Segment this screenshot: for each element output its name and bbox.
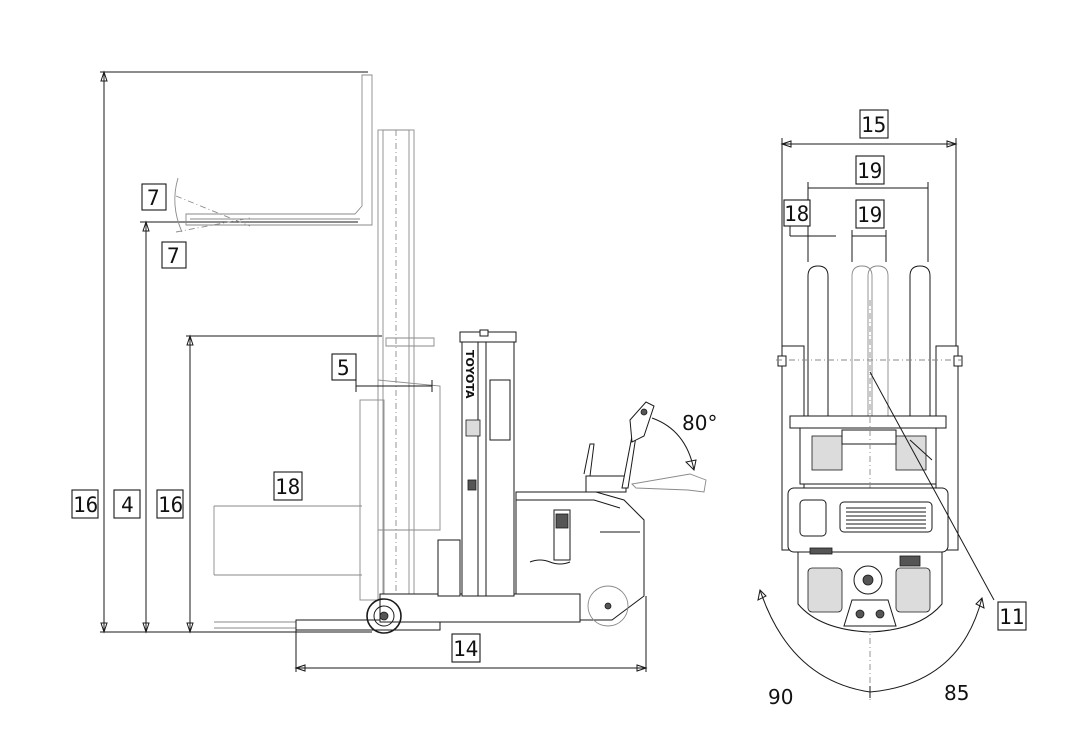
vent-grille xyxy=(846,507,926,529)
truck-body xyxy=(515,475,645,621)
svg-text:5: 5 xyxy=(337,356,350,380)
dim-turning-radius xyxy=(757,371,995,698)
label-lift-height: 4 xyxy=(113,489,141,519)
label-fork-width: 18 xyxy=(783,199,811,227)
label-steer-angle-right: 85 xyxy=(944,681,969,705)
mast-brand-text: TOYOTA xyxy=(463,350,476,399)
label-fork-spread-outer: 19 xyxy=(855,155,885,185)
svg-text:19: 19 xyxy=(857,159,882,183)
dim-mast-lowered xyxy=(186,334,194,634)
load-wheel xyxy=(366,598,402,634)
dim-overall-height xyxy=(100,70,108,634)
mast-ghost xyxy=(359,129,441,601)
dim-overall-width xyxy=(780,138,958,346)
label-tiller-angle: 80° xyxy=(682,411,717,435)
lowered-forks xyxy=(213,505,370,629)
label-overall-width: 15 xyxy=(859,109,889,139)
tiller xyxy=(583,401,707,493)
svg-text:4: 4 xyxy=(121,493,134,517)
mast: TOYOTA xyxy=(437,329,517,597)
svg-text:16: 16 xyxy=(158,493,183,517)
svg-text:7: 7 xyxy=(147,186,160,210)
dim-lift-height xyxy=(142,220,150,634)
label-mast-lowered: 16 xyxy=(156,489,184,519)
dim-fork-spread-inner xyxy=(851,230,887,262)
svg-text:14: 14 xyxy=(453,637,478,661)
fork-tines xyxy=(807,265,931,421)
label-load-center: 5 xyxy=(331,353,357,381)
raised-forks-ghost xyxy=(174,74,373,233)
straddle-legs xyxy=(295,593,581,631)
label-turning-radius: 11 xyxy=(997,601,1027,631)
front-body xyxy=(787,487,949,553)
label-fork-tilt-up: 7 xyxy=(141,183,167,211)
front-platform xyxy=(797,547,943,633)
svg-text:19: 19 xyxy=(857,203,882,227)
dim-load-center xyxy=(355,380,433,392)
drive-wheel xyxy=(587,585,629,627)
svg-text:11: 11 xyxy=(999,605,1024,629)
svg-text:18: 18 xyxy=(275,475,300,499)
svg-text:7: 7 xyxy=(167,244,180,268)
dim-overall-length xyxy=(294,596,648,672)
side-view: TOYOTA xyxy=(71,70,717,672)
dim-fork-width xyxy=(789,226,836,237)
svg-text:16: 16 xyxy=(73,493,98,517)
front-view: 15 19 18 19 11 90 85 xyxy=(757,109,1027,709)
label-fork-spread-inner: 19 xyxy=(855,199,885,229)
label-overall-length: 14 xyxy=(451,633,481,663)
label-fork-tilt-down: 7 xyxy=(161,241,187,269)
svg-text:15: 15 xyxy=(861,113,886,137)
label-overall-height: 16 xyxy=(71,489,99,519)
svg-text:18: 18 xyxy=(784,202,809,226)
label-fork-length: 18 xyxy=(273,471,303,501)
label-steer-angle-left: 90 xyxy=(768,685,793,709)
